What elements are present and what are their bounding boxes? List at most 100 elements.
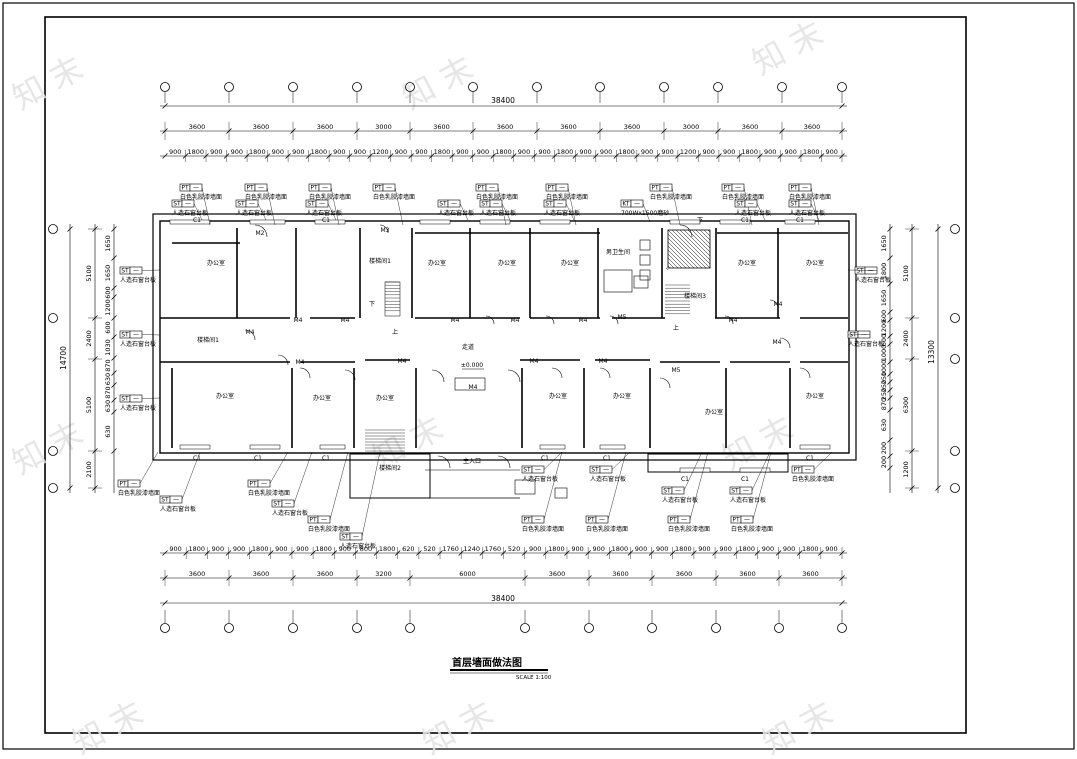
dim-detail-top: 900	[415, 148, 427, 156]
dim-detail-bottom: 1800	[739, 545, 756, 553]
door-code: M4	[599, 358, 608, 365]
tag-number: —	[675, 488, 681, 495]
dim-left-inner: 630	[104, 425, 112, 437]
window-frame	[679, 467, 711, 473]
tag-leader	[501, 203, 511, 221]
dim-left-inner: 870	[104, 386, 112, 398]
tag-code: ST	[161, 497, 169, 504]
tag-leader	[810, 203, 820, 221]
axis-bubble	[48, 313, 58, 323]
dim-detail-top: 1800	[249, 148, 266, 156]
dim-left-inner: 1030	[104, 339, 112, 356]
room-label: 办公室	[376, 394, 394, 402]
finish-tag: PT—白色乳胶漆墙面	[372, 183, 415, 226]
dim-tick	[111, 370, 117, 376]
dim-tick	[162, 550, 168, 556]
door-swing	[779, 337, 791, 349]
door-swing	[609, 315, 619, 325]
dim-right-inner: 1650	[880, 290, 888, 307]
entrance-canopy	[454, 377, 486, 391]
door-swing	[244, 329, 256, 341]
tag-code: PT	[790, 185, 798, 192]
tag-code: ST	[121, 332, 129, 339]
axis-bubble	[160, 82, 170, 92]
grid-axes	[48, 82, 960, 633]
tag-number: —	[805, 467, 811, 474]
tag-leader	[751, 451, 771, 491]
axis-bubble	[224, 623, 234, 633]
dim-detail-top: 900	[826, 148, 838, 156]
dim-detail-bottom: 900	[762, 545, 774, 553]
room-label: 办公室	[549, 392, 567, 400]
axis-bubble	[468, 82, 478, 92]
dim-detail-bottom: 900	[783, 545, 795, 553]
dim-detail-top: 900	[272, 148, 284, 156]
tag-text: 白色乳胶漆墙面	[792, 475, 834, 483]
dim-tick	[111, 226, 117, 232]
dim-tick	[111, 448, 117, 454]
finish-tag: ST—人造石窗台板	[479, 199, 516, 221]
dim-right-inner: 1000	[880, 345, 888, 362]
hatch-line	[707, 229, 711, 233]
dim-tick	[67, 226, 73, 232]
dim-tick	[111, 285, 117, 291]
door-swing	[254, 224, 268, 238]
dim-tick	[111, 315, 117, 321]
tag-number: —	[261, 481, 267, 488]
stair-annex	[349, 453, 431, 499]
tag-text: 白色乳胶漆墙面	[248, 489, 290, 497]
dim-detail-bottom: 900	[233, 545, 245, 553]
window-frame	[319, 444, 346, 450]
room-label: 楼梯间1	[197, 336, 219, 344]
toilet-fixture	[639, 254, 651, 266]
room-label: 办公室	[705, 408, 723, 416]
room-label: 主入口	[463, 457, 481, 465]
finish-tag: PT—白色乳胶漆墙面	[585, 451, 628, 533]
dim-detail-top: 900	[231, 148, 243, 156]
dim-overall-top: 38400	[491, 96, 515, 105]
dim-bay-top: 3600	[253, 123, 270, 131]
planter	[554, 487, 568, 499]
stair-direction: 上	[392, 328, 398, 336]
dim-right-outer: 1200	[902, 461, 910, 478]
dim-overall-bottom: 38400	[491, 594, 515, 603]
door-swing	[659, 377, 671, 389]
tag-code: PT	[669, 517, 677, 524]
door-code: M4	[773, 339, 782, 346]
tag-leader	[756, 203, 766, 221]
tag-leader	[141, 397, 161, 399]
tag-text: 白色乳胶漆墙面	[308, 525, 350, 533]
watermark-text: 知 末	[716, 409, 799, 477]
dim-detail-bottom: 900	[275, 545, 287, 553]
finish-tag: PT—白色乳胶漆墙面	[117, 451, 160, 497]
tag-text: 白色乳胶漆墙面	[789, 193, 831, 201]
dim-left-inner: 1200	[104, 299, 112, 316]
tag-text: 白色乳胶漆墙面	[309, 193, 351, 201]
shaft-outline	[667, 229, 711, 269]
door-code: M4	[729, 317, 738, 324]
dim-right-inner: 200	[880, 456, 888, 468]
finish-tag: ST—人造石窗台板	[661, 451, 703, 504]
dim-bay-top: 3600	[433, 123, 450, 131]
dim-detail-bottom: 900	[212, 545, 224, 553]
tag-code: ST	[663, 488, 671, 495]
tag-leader	[141, 269, 161, 271]
tag-code: ST	[790, 201, 798, 208]
tag-number: —	[386, 185, 392, 192]
axis-bubble	[48, 224, 58, 234]
axis-bubble	[288, 82, 298, 92]
toilet-fixture	[639, 239, 651, 251]
finish-tag: ST—人造石窗台板	[847, 266, 891, 284]
tag-leader	[293, 451, 313, 504]
tag-leader	[671, 187, 681, 226]
dim-detail-top: 900	[333, 148, 345, 156]
finish-tag: KT—700Wx1500磨砂	[620, 199, 669, 223]
window-code: C1	[806, 455, 814, 462]
window-code: C1	[193, 455, 201, 462]
finish-tag: PT—白色乳胶漆墙面	[730, 451, 773, 533]
hatch-line	[683, 229, 711, 257]
dim-tick	[887, 226, 893, 232]
watermark-text: 知 末	[756, 694, 839, 755]
hatch-line	[699, 229, 711, 241]
stair-direction: 下	[369, 301, 375, 308]
